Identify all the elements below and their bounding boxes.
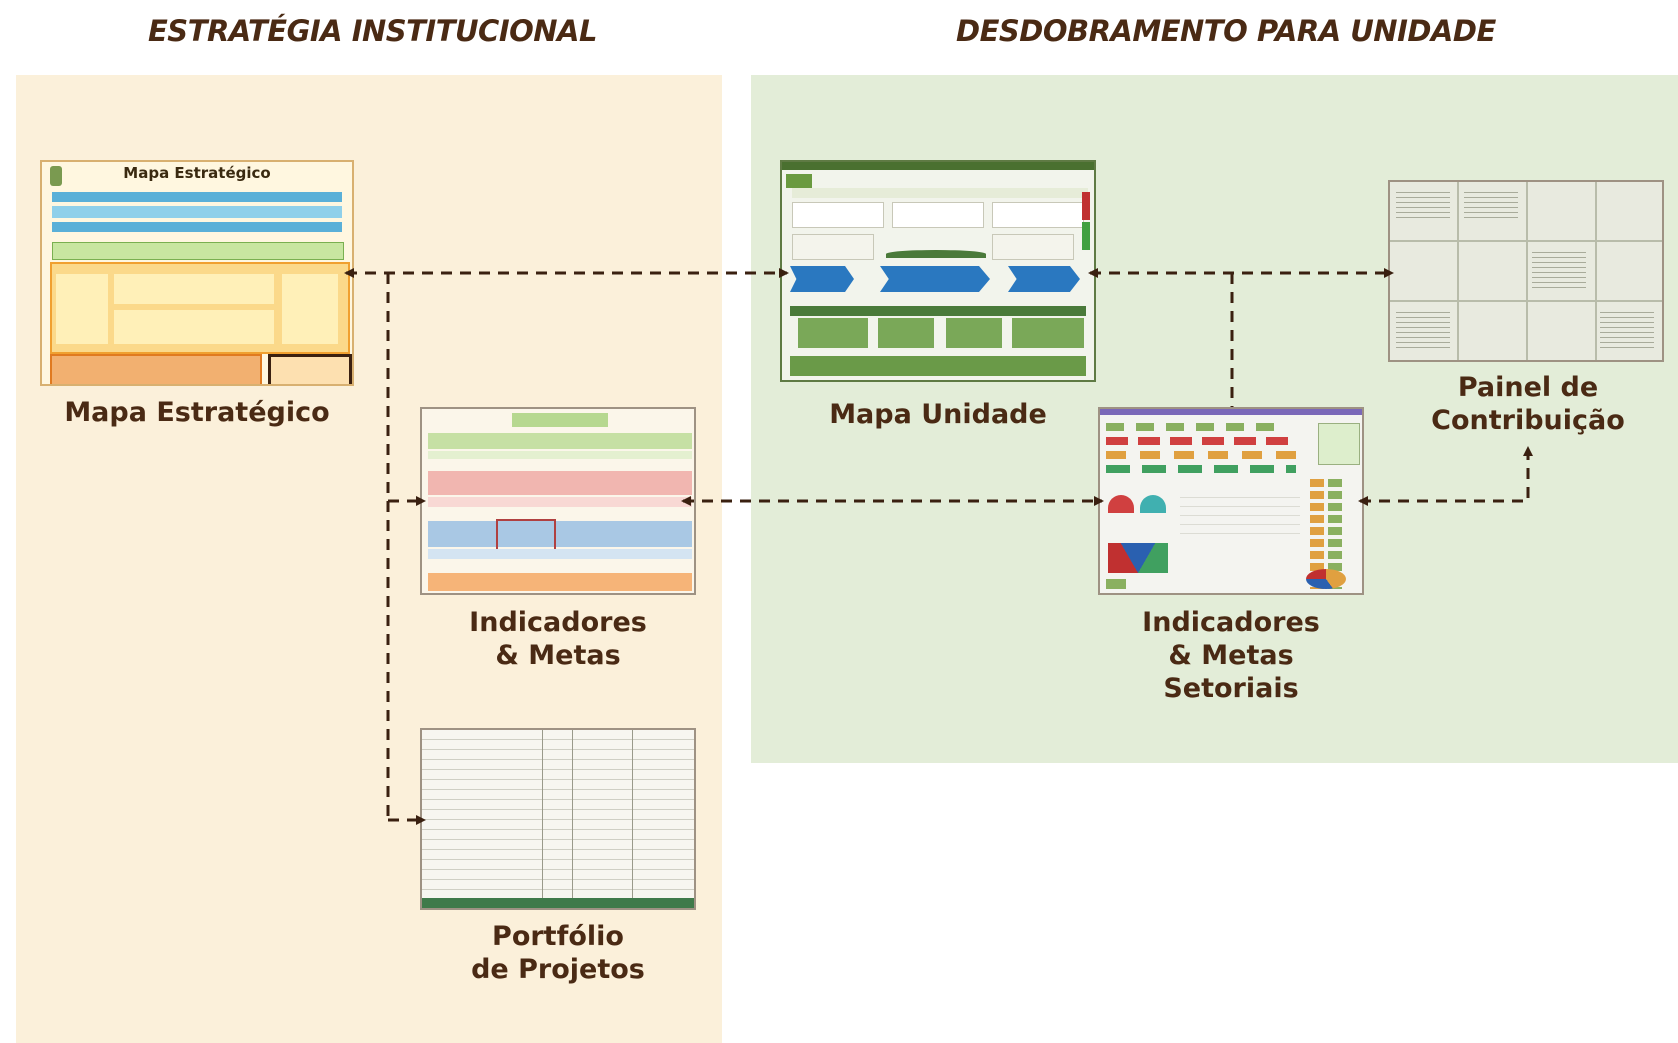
mapa-estrategico-thumbnail-title: Mapa Estratégico [123, 164, 271, 182]
label-indicadores-metas-line-2: & Metas [495, 640, 621, 671]
connector-setoriais-painel [1358, 446, 1533, 506]
logo-icon [50, 166, 62, 186]
label-setoriais-line-3: Setoriais [1163, 673, 1299, 704]
label-mapa-unidade: Mapa Unidade [829, 399, 1047, 430]
label-indicadores-metas: Indicadores & Metas [430, 606, 686, 672]
mapa-estrategico-thumbnail[interactable]: Mapa Estratégico [40, 160, 354, 386]
label-portfolio-line-1: Portfólio [492, 921, 624, 952]
label-setoriais-line-1: Indicadores [1142, 607, 1320, 638]
portfolio-projetos-thumbnail[interactable] [420, 728, 696, 910]
header-desdobramento-unidade: DESDOBRAMENTO PARA UNIDADE [956, 14, 1496, 48]
label-painel-line-1: Painel de [1457, 372, 1599, 403]
painel-contribuicao-thumbnail[interactable] [1388, 180, 1664, 362]
label-indicadores-metas-line-1: Indicadores [469, 607, 647, 638]
indicadores-metas-thumbnail[interactable] [420, 407, 696, 595]
label-indicadores-metas-setoriais: Indicadores & Metas Setoriais [1090, 606, 1372, 705]
label-portfolio-projetos: Portfólio de Projetos [430, 920, 686, 986]
mapa-unidade-thumbnail[interactable] [780, 160, 1096, 382]
label-painel-contribuicao: Painel de Contribuição [1380, 371, 1676, 437]
label-portfolio-line-2: de Projetos [471, 954, 645, 985]
label-painel-line-2: Contribuição [1431, 405, 1625, 436]
label-mapa-estrategico: Mapa Estratégico [64, 397, 330, 428]
header-estrategia-institucional: ESTRATÉGIA INSTITUCIONAL [148, 14, 597, 48]
label-setoriais-line-2: & Metas [1168, 640, 1294, 671]
